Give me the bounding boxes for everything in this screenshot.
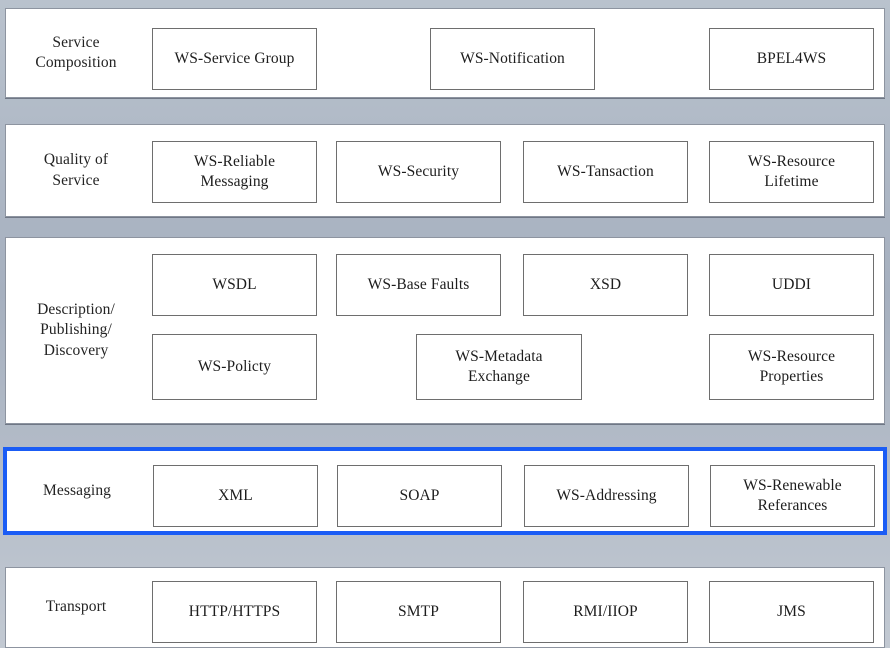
stack-box-label: RMI/IIOP: [573, 602, 638, 620]
layer-label-line: Composition: [35, 54, 117, 71]
layer-boxes-service-composition: WS-Service Group WS-Notification BPEL4WS: [146, 9, 884, 97]
stack-box-label: HTTP/HTTPS: [188, 602, 281, 620]
stack-box-label: Lifetime: [764, 173, 819, 190]
stack-box-label: WS-Resource: [747, 347, 836, 365]
stack-box-label: WS-Policty: [197, 357, 272, 375]
stack-box-label: WS-Service Group: [174, 49, 295, 67]
stack-box-label: WS-Renewable: [743, 476, 842, 494]
stack-box-label: XSD: [589, 275, 622, 293]
stack-box[interactable]: WS-Service Group: [152, 28, 317, 90]
stack-box[interactable]: XML: [153, 465, 318, 527]
stack-box-label: SOAP: [399, 486, 440, 504]
stack-box-label: WS-Metadata: [455, 347, 543, 365]
layer-label-line: Transport: [45, 598, 107, 616]
stack-box-label: UDDI: [771, 275, 812, 293]
stack-box-label: Messaging: [200, 173, 269, 190]
stack-box[interactable]: SOAP: [337, 465, 502, 527]
stack-box-label: WS-Base Faults: [367, 275, 470, 293]
stack-box-label: WS-Tansaction: [557, 162, 654, 180]
stack-box-label: SMTP: [398, 602, 439, 620]
stack-box-label: Properties: [759, 368, 824, 385]
layer-label-line: Discovery: [43, 341, 109, 359]
stack-box-label: WS-Reliable: [193, 152, 276, 170]
stack-box[interactable]: HTTP/HTTPS: [152, 581, 317, 643]
stack-box-label: WS-Resource: [747, 152, 836, 170]
stack-box[interactable]: WS-Base Faults: [336, 254, 501, 316]
layer-label-line: Service: [52, 171, 100, 189]
layer-label-messaging: Messaging: [7, 451, 147, 531]
layer-label-transport: Transport: [6, 568, 146, 647]
layer-label-line: Service: [52, 33, 100, 51]
layer-label-description-publishing-discovery: Description/Publishing/Discovery: [6, 238, 146, 423]
stack-box-label: Exchange: [468, 368, 530, 385]
stack-box-label: JMS: [777, 602, 806, 620]
stack-box[interactable]: WSDL: [152, 254, 317, 316]
layer-label-line: Quality of: [43, 151, 109, 169]
stack-box[interactable]: WS-Security: [336, 141, 501, 203]
stack-box[interactable]: WS-Notification: [430, 28, 595, 90]
layer-label-quality-of-service: Quality of Service: [6, 125, 146, 216]
layer-label-line: Publishing/: [40, 321, 112, 339]
stack-box-label: WS-Security: [377, 162, 460, 180]
layer-transport: Transport HTTP/HTTPS SMTP RMI/IIOP JMS: [5, 567, 885, 648]
stack-box-label: WS-Addressing: [556, 486, 657, 504]
stack-box-label: Referances: [757, 497, 828, 514]
layer-boxes-description-publishing-discovery: WSDL WS-Base Faults XSD UDDI WS-Policty WS-Me…: [146, 238, 884, 423]
stack-box-label: WS-Notification: [460, 49, 565, 67]
stack-box-label: BPEL4WS: [756, 49, 827, 67]
stack-box[interactable]: XSD: [523, 254, 688, 316]
layer-boxes-transport: HTTP/HTTPS SMTP RMI/IIOP JMS: [146, 568, 884, 647]
stack-box[interactable]: SMTP: [336, 581, 501, 643]
stack-box[interactable]: UDDI: [709, 254, 874, 316]
layer-description-publishing-discovery: Description/Publishing/Discovery WSDL WS-B…: [5, 237, 885, 424]
layer-label-line: Description/: [37, 301, 115, 319]
layer-label-line: Messaging: [42, 481, 112, 499]
stack-box[interactable]: WS-Tansaction: [523, 141, 688, 203]
stack-box[interactable]: WS-Policty: [152, 334, 317, 400]
stack-box-label: XML: [218, 486, 253, 504]
layer-messaging: Messaging XML SOAP WS-Addressing WS-Renewabl…: [3, 447, 887, 535]
stack-box[interactable]: JMS: [709, 581, 874, 643]
stack-box[interactable]: BPEL4WS: [709, 28, 874, 90]
stack-box[interactable]: WS-Addressing: [524, 465, 689, 527]
stack-box-label: WSDL: [212, 275, 257, 293]
stack-box[interactable]: RMI/IIOP: [523, 581, 688, 643]
